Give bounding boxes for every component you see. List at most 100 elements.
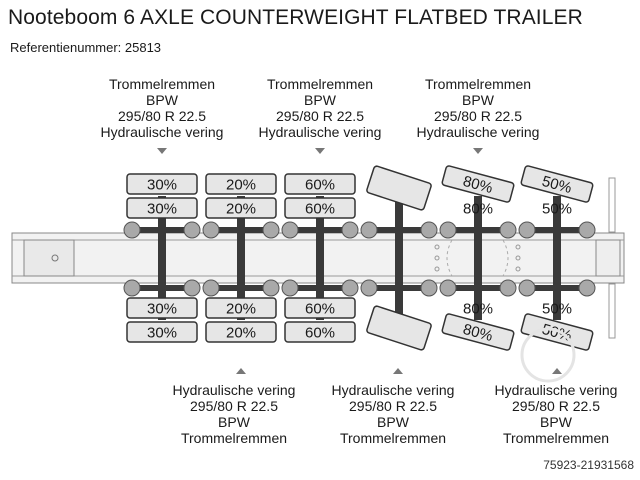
tyre: 80% bbox=[463, 201, 493, 218]
tyre: 20% bbox=[205, 173, 277, 195]
wheel-hub bbox=[341, 221, 359, 239]
tyre: 30% bbox=[126, 297, 198, 319]
tyre: 30% bbox=[126, 197, 198, 219]
wheel-hub bbox=[281, 279, 299, 297]
wheel-hub bbox=[123, 221, 141, 239]
tread-depth-label: 80% bbox=[463, 201, 493, 218]
wheel-hub bbox=[262, 221, 280, 239]
tyre-body bbox=[126, 173, 198, 195]
wheel-hub bbox=[518, 221, 536, 239]
tyre: 60% bbox=[284, 297, 356, 319]
tyre-body bbox=[205, 321, 277, 343]
axle-shaft bbox=[474, 196, 482, 320]
wheel-hub bbox=[341, 279, 359, 297]
wheel-hub bbox=[578, 279, 596, 297]
axle-3: 60%60%60%60% bbox=[281, 173, 359, 343]
wheel-hub bbox=[360, 279, 378, 297]
kingpin-icon bbox=[51, 254, 59, 262]
arrow-down-icon bbox=[157, 148, 167, 154]
tyre-body bbox=[441, 313, 515, 351]
axle-group-label-bottom-2: Hydraulische vering 295/80 R 22.5 BPW Tr… bbox=[331, 382, 455, 446]
wheel-hub bbox=[578, 221, 596, 239]
axles-layer: 30%30%30%30%20%20%20%20%60%60%60%60%80%8… bbox=[123, 165, 596, 351]
tyre: 20% bbox=[205, 197, 277, 219]
rear-outrigger-top bbox=[608, 177, 616, 233]
tyre: 50% bbox=[542, 201, 572, 218]
tyre-body bbox=[205, 173, 277, 195]
axle-group-label-top-3: Trommelremmen BPW 295/80 R 22.5 Hydrauli… bbox=[416, 76, 540, 140]
arrow-up-icon bbox=[393, 368, 403, 374]
steering-bolts bbox=[434, 244, 521, 272]
rear-end-plate bbox=[595, 239, 621, 277]
arrow-up-icon bbox=[552, 368, 562, 374]
rear-outrigger-bottom bbox=[608, 283, 616, 339]
wheel-hub bbox=[360, 221, 378, 239]
wheel-hub bbox=[439, 221, 457, 239]
steering-arc-right bbox=[502, 239, 509, 277]
axle-shaft bbox=[237, 196, 245, 320]
tread-depth-label: 30% bbox=[147, 201, 177, 218]
tyre: 80% bbox=[463, 301, 493, 318]
tyre: 30% bbox=[126, 173, 198, 195]
tyre-body bbox=[126, 197, 198, 219]
tyre: 20% bbox=[205, 321, 277, 343]
wheel-hub bbox=[420, 221, 438, 239]
wheel-hub bbox=[202, 279, 220, 297]
axle-group-label-bottom-1: Hydraulische vering 295/80 R 22.5 BPW Tr… bbox=[172, 382, 296, 446]
arrow-up-icon bbox=[236, 368, 246, 374]
wheel-hub bbox=[183, 279, 201, 297]
axle-group-label-top-2: Trommelremmen BPW 295/80 R 22.5 Hydrauli… bbox=[258, 76, 382, 140]
axle-shaft bbox=[553, 196, 561, 320]
tread-depth-label: 20% bbox=[226, 201, 256, 218]
tread-depth-label: 30% bbox=[147, 301, 177, 318]
axle-group-label-top-1: Trommelremmen BPW 295/80 R 22.5 Hydrauli… bbox=[100, 76, 224, 140]
watermark-logo bbox=[520, 327, 576, 383]
page-title: Nooteboom 6 AXLE COUNTERWEIGHT FLATBED T… bbox=[8, 6, 583, 29]
wheel-hub bbox=[202, 221, 220, 239]
tread-depth-label: 80% bbox=[463, 301, 493, 318]
axle-1: 30% 30% 30% 30% bbox=[123, 173, 201, 343]
wheel-hub bbox=[518, 279, 536, 297]
tyre-body bbox=[205, 197, 277, 219]
tyre-body bbox=[284, 297, 356, 319]
tread-depth-label: 30% bbox=[147, 325, 177, 342]
axle-5: 80%80%80%80% bbox=[439, 165, 517, 351]
tread-depth-label: 20% bbox=[226, 177, 256, 194]
tyre: 80% bbox=[441, 313, 515, 351]
wheel-hub bbox=[262, 279, 280, 297]
wheel-hub bbox=[183, 221, 201, 239]
arrow-down-icon bbox=[473, 148, 483, 154]
tyre-body bbox=[126, 297, 198, 319]
wheel-hub bbox=[281, 221, 299, 239]
tyre-body bbox=[284, 197, 356, 219]
front-coupling-plate bbox=[23, 239, 75, 277]
axle-4 bbox=[360, 165, 438, 351]
wheel-hub bbox=[123, 279, 141, 297]
wheel-hub bbox=[499, 279, 517, 297]
wheel-hub bbox=[439, 279, 457, 297]
wheel-hub bbox=[420, 279, 438, 297]
tread-depth-label: 30% bbox=[147, 177, 177, 194]
tyre-body bbox=[126, 321, 198, 343]
axle-group-label-bottom-3: Hydraulische vering 295/80 R 22.5 BPW Tr… bbox=[494, 382, 618, 446]
tyre: 50% bbox=[542, 301, 572, 318]
tyre: 20% bbox=[205, 297, 277, 319]
reference-number: Referentienummer: 25813 bbox=[10, 40, 162, 55]
tyre: 60% bbox=[284, 173, 356, 195]
tyre: 80% bbox=[441, 165, 515, 203]
tread-depth-label: 50% bbox=[542, 301, 572, 318]
listing-code: 75923-21931568 bbox=[543, 458, 634, 472]
label-arrows bbox=[157, 148, 562, 374]
tread-depth-label: 60% bbox=[305, 301, 335, 318]
tyre: 30% bbox=[126, 321, 198, 343]
tyre-body bbox=[441, 165, 515, 203]
arrow-down-icon bbox=[315, 148, 325, 154]
tyre-body bbox=[205, 297, 277, 319]
tyre: 60% bbox=[284, 321, 356, 343]
tyre-body bbox=[284, 173, 356, 195]
steering-arc-left bbox=[446, 239, 453, 277]
tyre bbox=[366, 165, 432, 211]
tread-depth-label: 60% bbox=[305, 325, 335, 342]
axle-shaft bbox=[158, 196, 166, 320]
